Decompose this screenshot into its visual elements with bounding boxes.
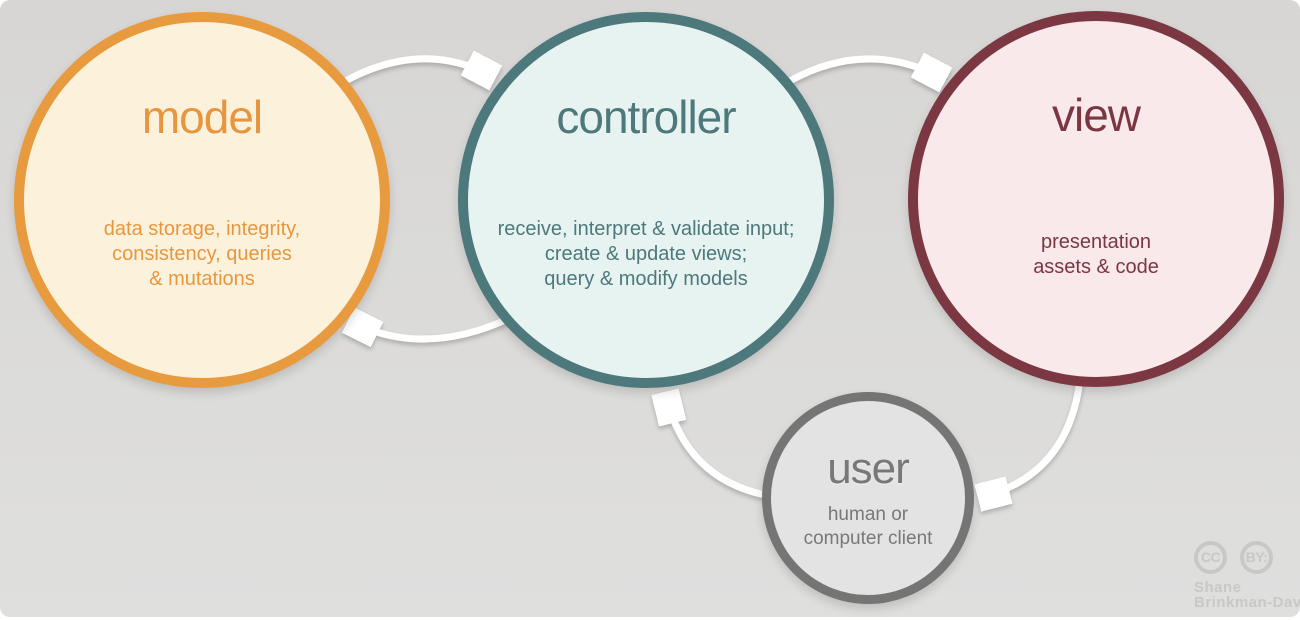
cc-icon: CC (1194, 541, 1227, 574)
model-title: model (141, 91, 263, 143)
cc-by-icon: BY: (1240, 541, 1273, 574)
license-author-line2: Brinkman-Davis (1194, 594, 1300, 611)
arrow-view-to-user (982, 379, 1084, 497)
model-description: data storage, integrity, consistency, qu… (103, 218, 301, 290)
view-description: presentation assets & code (1033, 231, 1159, 278)
node-view: view presentation assets & code (908, 11, 1284, 387)
controller-description: receive, interpret & validate input; cre… (497, 218, 795, 290)
arrow-controller-to-view (786, 59, 942, 82)
cc-license-icons: CC BY: (1194, 541, 1300, 574)
license-author: Shane Brinkman-Davis (1194, 580, 1300, 610)
node-model: model data storage, integrity, consisten… (14, 12, 390, 388)
cc-license-badge: CC BY: Shane Brinkman-Davis (1194, 541, 1300, 610)
view-title: view (1051, 89, 1141, 141)
arrow-model-to-controller (338, 59, 492, 84)
license-author-line1: Shane (1194, 579, 1242, 596)
arrow-user-to-controller (666, 396, 766, 499)
user-title: user (827, 444, 910, 493)
controller-title: controller (556, 91, 736, 143)
arrow-controller-to-model (352, 318, 512, 339)
node-controller: controller receive, interpret & validate… (458, 12, 834, 388)
user-description: human or computer client (803, 504, 933, 549)
node-user: user human or computer client (762, 392, 974, 604)
